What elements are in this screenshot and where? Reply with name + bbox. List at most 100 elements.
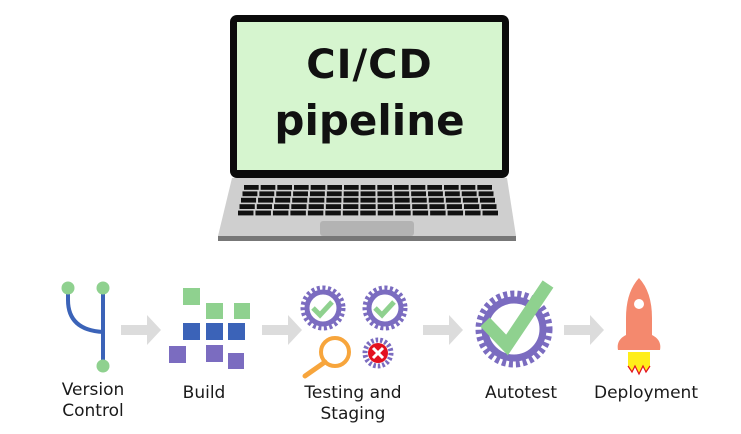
- keyboard-key: [482, 210, 498, 216]
- keyboard-key: [377, 204, 393, 209]
- build-blocks-icon: [169, 288, 250, 369]
- keyboard-key: [327, 185, 342, 190]
- keyboard-key: [275, 197, 291, 203]
- keyboard-key: [258, 197, 274, 203]
- keyboard-key: [410, 185, 426, 190]
- keyboard-key: [412, 210, 429, 216]
- stage-label-testing: Testing and Staging: [290, 383, 416, 425]
- keyboard-key: [290, 210, 306, 216]
- laptop-icon: [218, 15, 516, 241]
- gear-check-icon: [300, 285, 346, 331]
- keyboard-key: [342, 210, 359, 216]
- keyboard-key: [326, 191, 342, 197]
- keyboard-key: [428, 191, 443, 197]
- arrow-icon: [423, 315, 463, 345]
- keyboard-key: [360, 197, 376, 203]
- testing-gears-icon: [300, 285, 408, 379]
- laptop-title-line2: pipeline: [274, 96, 465, 145]
- arrow-icon: [262, 315, 302, 345]
- keyboard-key: [479, 197, 495, 203]
- keyboard-key: [343, 204, 359, 209]
- keyboard-key: [395, 210, 411, 216]
- keyboard-key: [477, 185, 492, 190]
- keyboard-key: [447, 210, 464, 216]
- keyboard-key: [309, 197, 325, 203]
- keyboard-key: [344, 185, 359, 190]
- keyboard-key: [310, 185, 326, 190]
- keyboard-key: [394, 191, 410, 197]
- keyboard-key: [377, 191, 393, 197]
- keyboard-key: [255, 210, 271, 216]
- keyboard-key: [360, 204, 376, 209]
- keyboard-key: [343, 197, 359, 203]
- keyboard-key: [445, 197, 461, 203]
- keyboard-key: [462, 197, 478, 203]
- keyboard-key: [428, 197, 444, 203]
- stage-label-autotest: Autotest: [484, 383, 558, 403]
- keyboard-key: [291, 204, 307, 209]
- keyboard-key: [394, 197, 410, 203]
- keyboard-key: [272, 210, 289, 216]
- stage-label-version-control: Version Control: [48, 380, 138, 422]
- keyboard-key: [238, 210, 254, 216]
- label-line: Control: [62, 401, 124, 421]
- keyboard-key: [309, 191, 325, 197]
- keyboard-key: [325, 204, 342, 209]
- keyboard-key: [256, 204, 273, 209]
- keyboard-key: [461, 191, 477, 197]
- keyboard-key: [412, 204, 428, 209]
- keyboard-key: [293, 191, 308, 197]
- keyboard-key: [429, 204, 445, 209]
- arrow-icon: [564, 315, 604, 345]
- gear-check-icon: [475, 280, 554, 368]
- magnifier-icon: [302, 336, 351, 379]
- keyboard-key: [377, 185, 392, 190]
- arrow-icon: [121, 315, 161, 345]
- keyboard-key: [241, 197, 257, 203]
- keyboard-key: [239, 204, 255, 209]
- keyboard-key: [343, 191, 359, 197]
- keyboard-key: [394, 204, 411, 209]
- label-line: Version: [61, 380, 125, 400]
- laptop-title-line1: CI/CD: [306, 42, 433, 88]
- rocket-icon: [617, 278, 661, 376]
- label-line: Testing and: [304, 383, 402, 403]
- keyboard-key: [444, 185, 459, 190]
- keyboard-key: [360, 185, 376, 190]
- keyboard-key: [394, 185, 409, 190]
- keyboard-key: [260, 185, 276, 190]
- keyboard-key: [460, 185, 476, 190]
- keyboard-key: [294, 185, 309, 190]
- keyboard-key: [411, 197, 427, 203]
- keyboard-key: [308, 204, 324, 209]
- keyboard-key: [325, 210, 341, 216]
- keyboard-key: [481, 204, 497, 209]
- keyboard-key: [242, 191, 258, 197]
- git-branch-icon: [61, 281, 110, 373]
- keyboard-key: [360, 191, 376, 197]
- keyboard-key: [277, 185, 292, 190]
- stage-label-build: Build: [182, 383, 226, 403]
- keyboard-key: [463, 204, 480, 209]
- stage-label-deployment: Deployment: [594, 383, 698, 403]
- keyboard-key: [446, 204, 462, 209]
- keyboard-key: [259, 191, 275, 197]
- error-gear-icon: [362, 337, 394, 369]
- keyboard-key: [292, 197, 308, 203]
- keyboard-key: [276, 191, 292, 197]
- keyboard-key: [377, 210, 394, 216]
- label-line: Staging: [320, 404, 386, 424]
- keyboard-key: [430, 210, 446, 216]
- keyboard-key: [465, 210, 481, 216]
- keyboard-key: [427, 185, 442, 190]
- gear-check-icon: [362, 285, 408, 331]
- keyboard-key: [274, 204, 290, 209]
- keyboard-key: [411, 191, 427, 197]
- keyboard-key: [326, 197, 342, 203]
- keyboard-key: [244, 185, 259, 190]
- keyboard-key: [360, 210, 376, 216]
- keyboard-key: [307, 210, 324, 216]
- keyboard-key: [478, 191, 494, 197]
- pipeline-icons: [61, 278, 661, 379]
